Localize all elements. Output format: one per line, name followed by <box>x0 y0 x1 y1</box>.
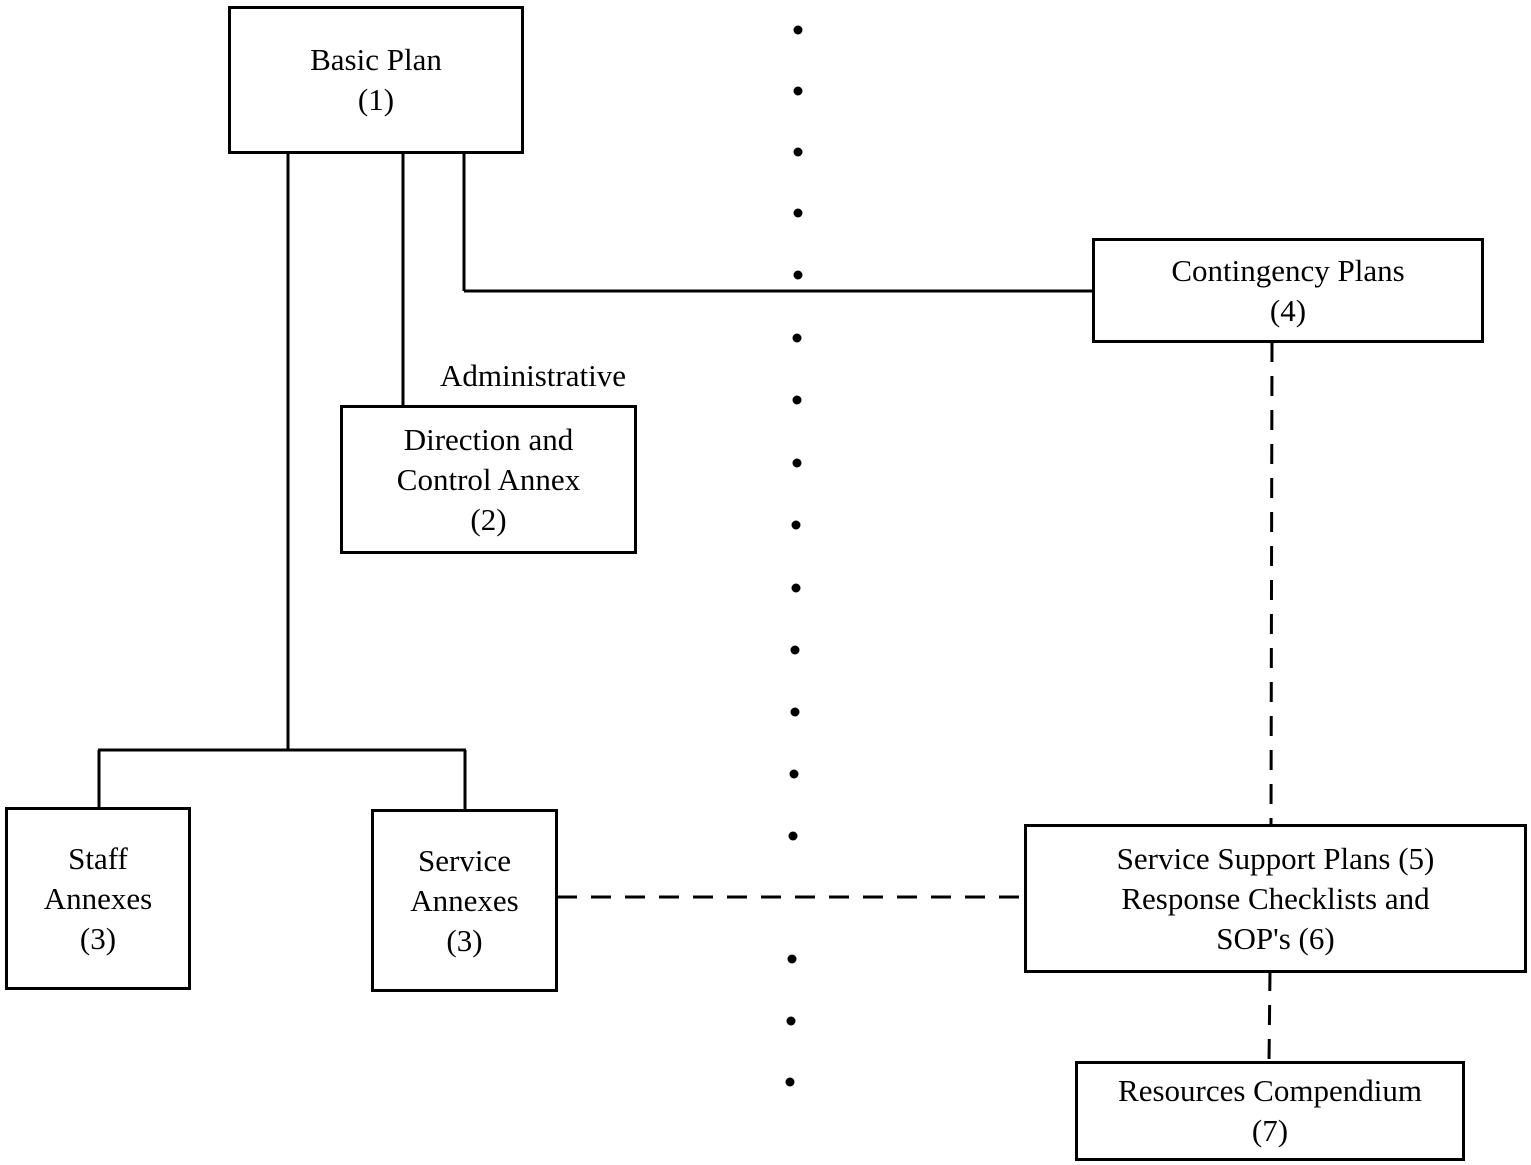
direction-control-number: (2) <box>470 501 507 537</box>
dashed-service-support-to-resources <box>1267 970 1272 1064</box>
contingency-plans-title: Contingency Plans <box>1171 252 1405 288</box>
service-annexes-box: Service Annexes (3) <box>371 809 558 992</box>
staff-annexes-line2: Annexes <box>43 880 153 916</box>
resources-compendium-title: Resources Compendium <box>1118 1073 1422 1108</box>
service-support-plans-box: Service Support Plans (5) Response Check… <box>1024 824 1527 973</box>
service-support-line2: Response Checklists and <box>1121 880 1430 916</box>
resources-compendium-number: (7) <box>1251 1113 1289 1148</box>
basic-plan-title: Basic Plan <box>310 42 442 77</box>
resources-compendium-box: Resources Compendium (7) <box>1075 1061 1465 1161</box>
service-support-line1: Service Support Plans (5) <box>1116 840 1435 876</box>
basic-plan-number: (1) <box>357 82 395 117</box>
basic-plan-box: Basic Plan (1) <box>228 6 524 154</box>
contingency-plans-number: (4) <box>1269 292 1307 328</box>
service-support-line3: SOP's (6) <box>1216 920 1335 956</box>
direction-control-line1: Direction and <box>403 421 574 457</box>
service-annexes-line1: Service <box>418 842 511 878</box>
dotted-divider <box>785 25 803 1087</box>
direction-control-line2: Control Annex <box>396 461 581 497</box>
staff-annexes-number: (3) <box>79 920 117 956</box>
administrative-label: Administrative <box>440 358 626 393</box>
staff-annexes-line1: Staff <box>68 840 128 876</box>
contingency-plans-box: Contingency Plans (4) <box>1092 238 1484 343</box>
dashed-contingency-to-service-support <box>1269 341 1274 827</box>
staff-annexes-box: Staff Annexes (3) <box>5 807 191 990</box>
direction-control-annex-box: Direction and Control Annex (2) <box>340 405 637 554</box>
service-annexes-number: (3) <box>446 922 483 958</box>
service-annexes-line2: Annexes <box>410 882 519 918</box>
